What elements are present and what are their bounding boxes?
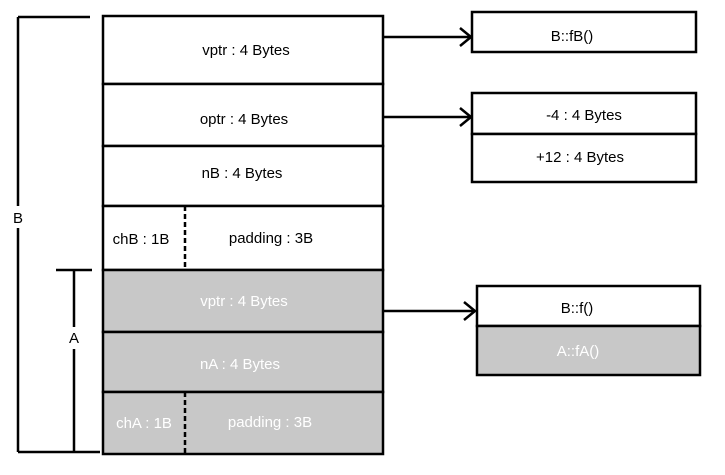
bracket-a-label: A: [69, 330, 79, 347]
arrows: [383, 27, 477, 321]
cell-cha-row: [101, 390, 385, 456]
cell-optr-label: optr : 4 Bytes: [200, 111, 288, 128]
cell-cha-label: chA : 1B: [116, 415, 172, 432]
vtable-b: B::fB(): [470, 10, 698, 54]
cell-na-label: nA : 4 Bytes: [200, 356, 280, 373]
cell-chb-label: chB : 1B: [113, 231, 170, 248]
layout-b: vptr : 4 Bytes optr : 4 Bytes nB : 4 Byt…: [101, 14, 385, 272]
vtable-a-entry2: A::fA(): [557, 343, 600, 360]
bracket-b-label: B: [13, 210, 23, 227]
cell-nb: [101, 144, 385, 208]
cell-padding-b-label: padding : 3B: [229, 230, 313, 247]
cell-nb-label: nB : 4 Bytes: [202, 165, 283, 182]
offset-table: -4 : 4 Bytes +12 : 4 Bytes: [470, 91, 698, 184]
vtable-a: B::f() A::fA(): [475, 284, 702, 377]
cell-vptr-a-label: vptr : 4 Bytes: [200, 293, 288, 310]
bracket-b: [16, 15, 100, 454]
layout-a: vptr : 4 Bytes nA : 4 Bytes chA : 1B pad…: [101, 268, 385, 456]
offset-table-row2: +12 : 4 Bytes: [536, 149, 624, 166]
vtable-a-entry1: B::f(): [561, 300, 594, 317]
cell-optr: [101, 82, 385, 148]
vtable-b-entry: B::fB(): [551, 28, 594, 45]
cell-chb-row: [101, 204, 385, 272]
cell-padding-a-label: padding : 3B: [228, 414, 312, 431]
bracket-a: [56, 268, 92, 452]
offset-table-row1: -4 : 4 Bytes: [546, 107, 622, 124]
cell-vptr-b-label: vptr : 4 Bytes: [202, 42, 290, 59]
